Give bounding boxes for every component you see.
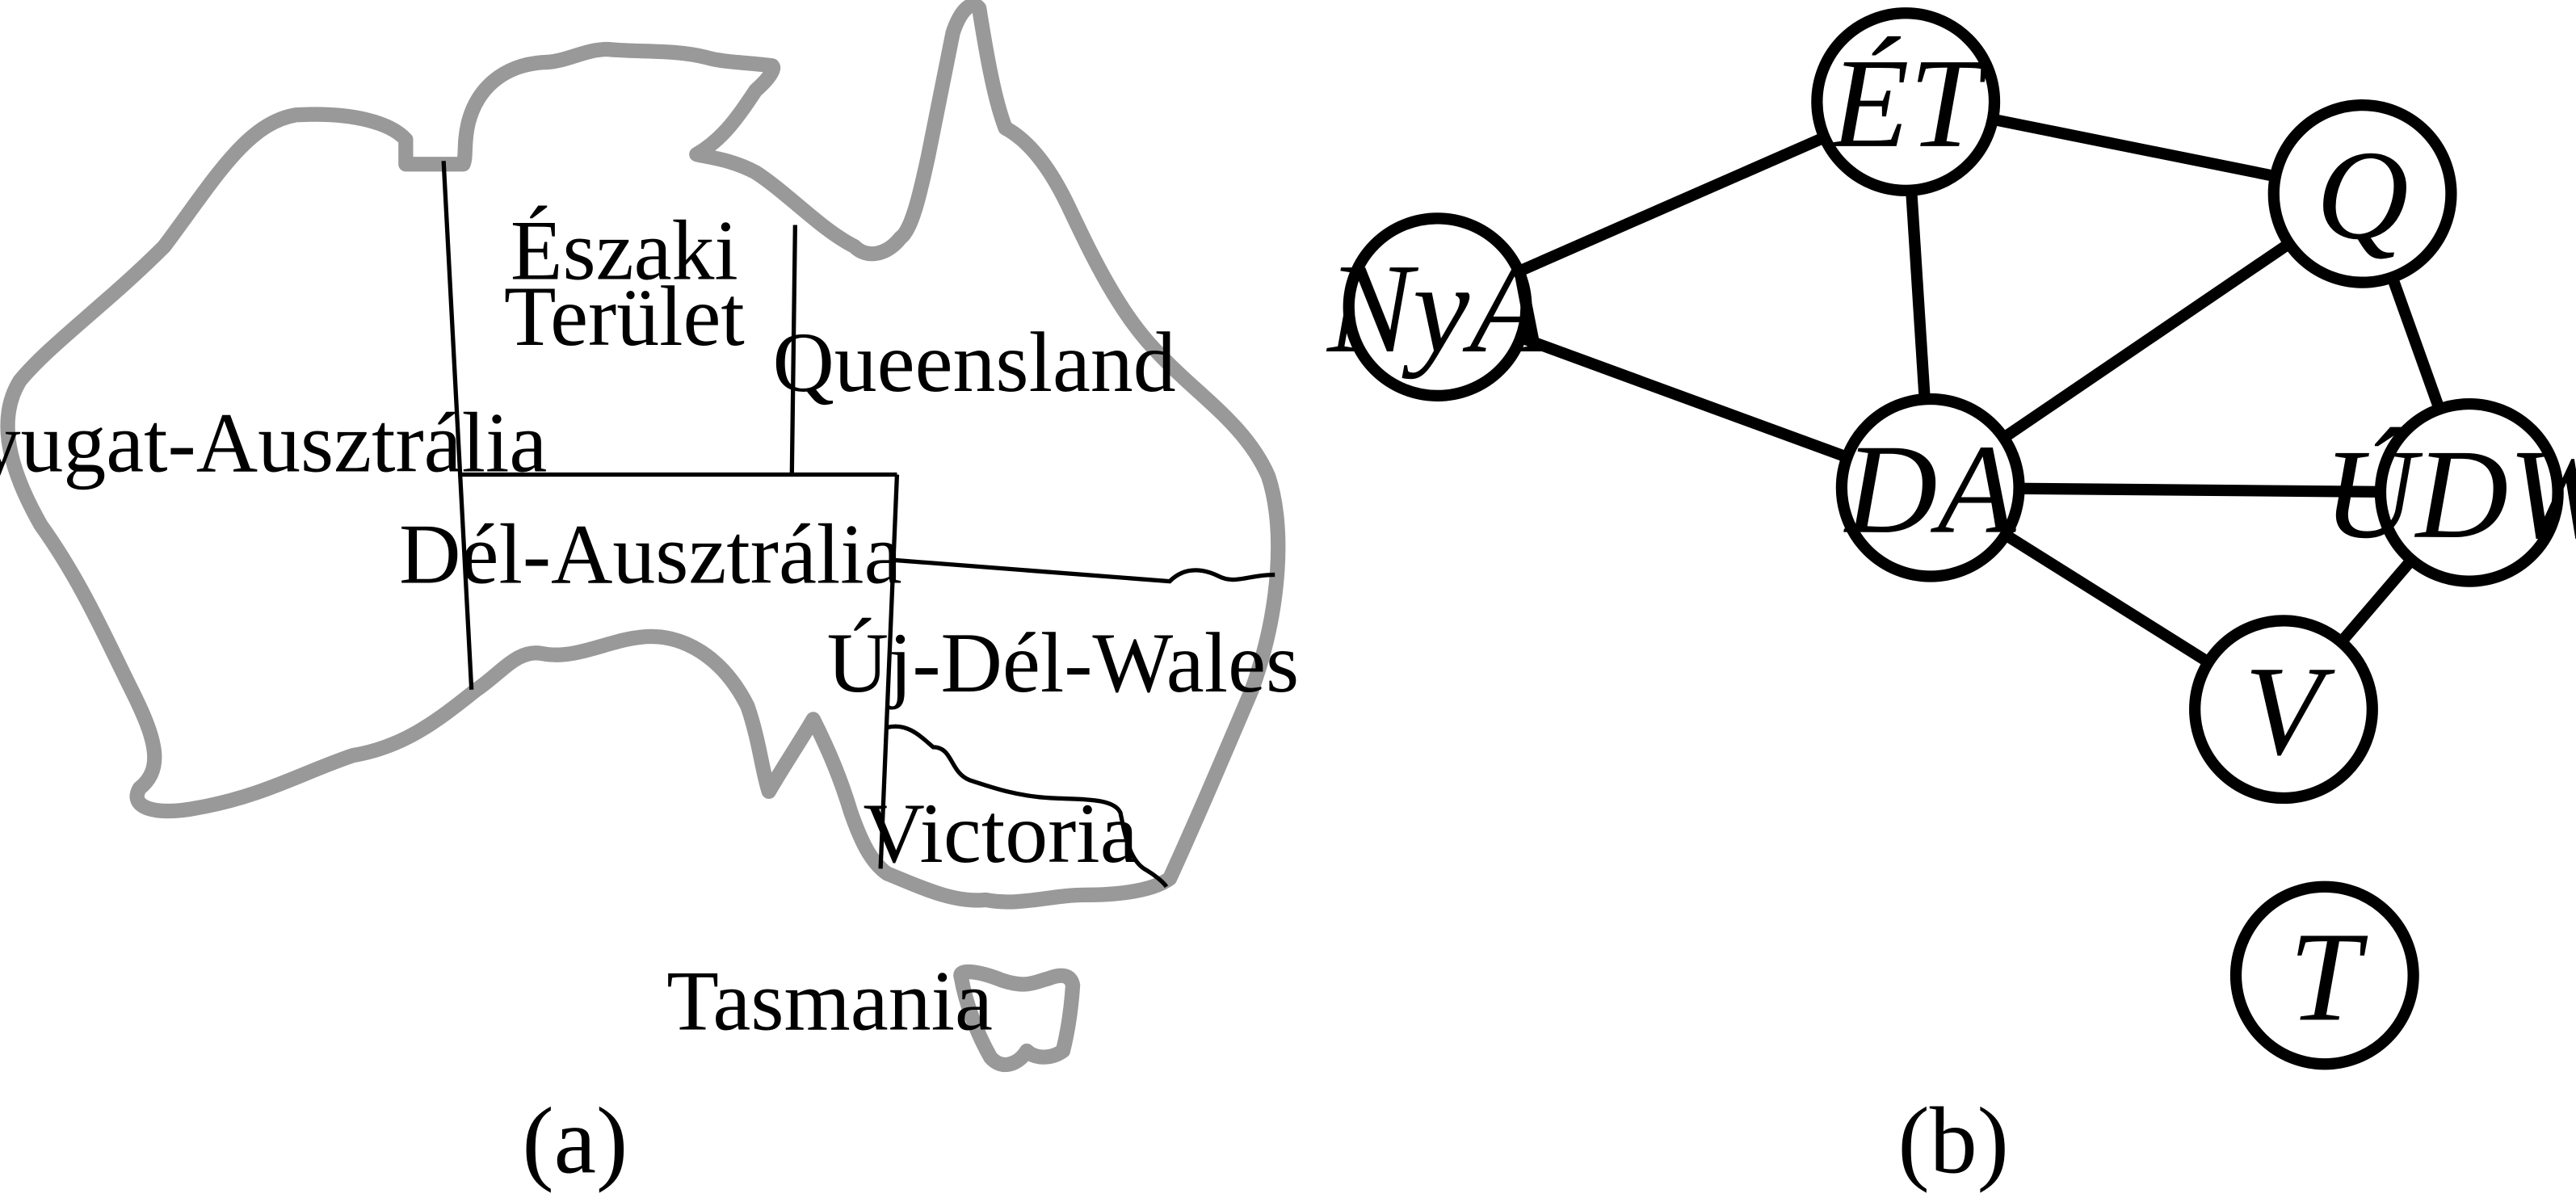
node-Q: Q (2267, 99, 2457, 288)
node-circle (2229, 880, 2419, 1070)
node-DA: DA (1835, 393, 2025, 582)
caption-b: (b) (1897, 1087, 2009, 1193)
node-NyA: NyA (1326, 212, 1549, 402)
node-circle (1835, 393, 2025, 582)
mainland-outline (0, 0, 1286, 910)
label-western-australia: Nyugat-Ausztrália (0, 395, 547, 490)
node-circle (2189, 615, 2378, 805)
node-circle (1343, 212, 1532, 402)
node-label: ÉT (1830, 33, 1989, 174)
node-label: ÚDW (2323, 424, 2576, 565)
wa-border (441, 161, 474, 690)
label-south-australia: Dél-Ausztrália (399, 507, 901, 602)
label-northern-territory-line1: Északi (511, 204, 738, 298)
node-T: T (2229, 880, 2419, 1070)
sa-east-border (878, 474, 900, 869)
australia-map: Nyugat-Ausztrália Északi Terület Queensl… (0, 0, 1300, 1193)
label-queensland: Queensland (772, 315, 1175, 410)
caption-a: (a) (522, 1087, 628, 1193)
nt-qld-border (789, 225, 798, 475)
node-circle (2374, 397, 2564, 587)
graph-nodes: ÉT NyA Q DA ÚDW VT (1326, 7, 2576, 1070)
label-northern-territory-line2: Terület (504, 269, 745, 364)
qld-nsw-border (892, 557, 1275, 584)
label-tasmania: Tasmania (666, 954, 993, 1049)
node-ET: ÉT (1811, 7, 2001, 196)
node-label: Q (2316, 125, 2409, 267)
node-circle (1811, 7, 2001, 196)
tasmania-outline (953, 964, 1081, 1073)
constraint-graph: ÉT NyA Q DA ÚDW VT (b) (1326, 7, 2576, 1193)
node-label: NyA (1326, 238, 1549, 380)
node-label: DA (1843, 419, 2017, 561)
node-label: T (2289, 906, 2368, 1048)
nsw-vic-border (886, 724, 1169, 889)
label-victoria: Victoria (864, 786, 1138, 880)
node-label: V (2245, 641, 2336, 782)
label-new-south-wales: Új-Dél-Wales (827, 616, 1300, 710)
node-UDW: ÚDW (2323, 397, 2576, 587)
node-V: V (2189, 615, 2378, 805)
node-circle (2267, 99, 2457, 288)
